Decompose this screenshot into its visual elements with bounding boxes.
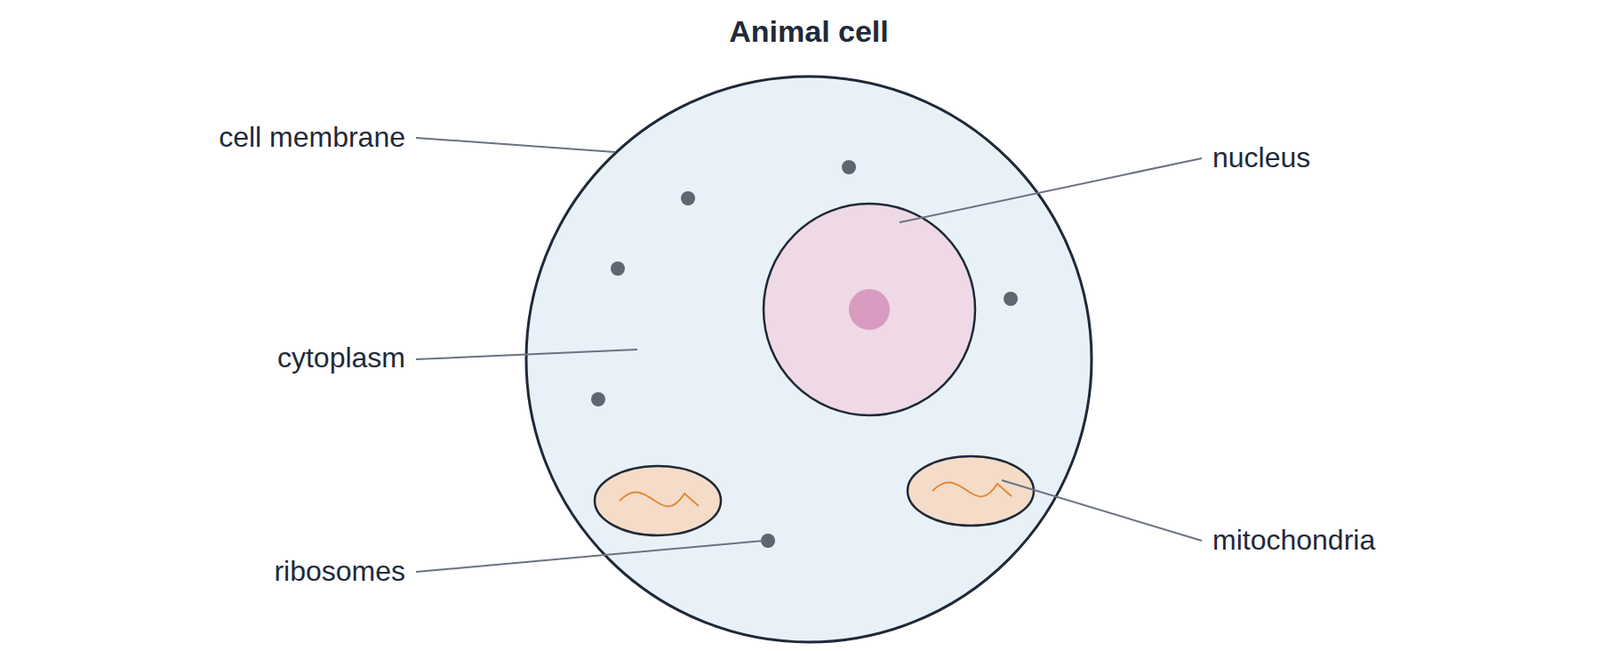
part-label: cytoplasm <box>277 342 406 374</box>
part-label: mitochondria <box>1212 524 1376 556</box>
mitochondrion <box>594 465 721 536</box>
leader-lines <box>416 137 1202 572</box>
mitochondrion <box>907 456 1034 526</box>
part-label: nucleus <box>1212 142 1311 174</box>
part-label: cell membrane <box>218 121 406 153</box>
cell-membrane-outline <box>526 76 1092 642</box>
nucleolus <box>848 288 890 330</box>
part-label: ribosomes <box>273 555 406 587</box>
diagram-title: Animal cell <box>728 15 889 48</box>
nucleus-shape <box>763 203 976 416</box>
